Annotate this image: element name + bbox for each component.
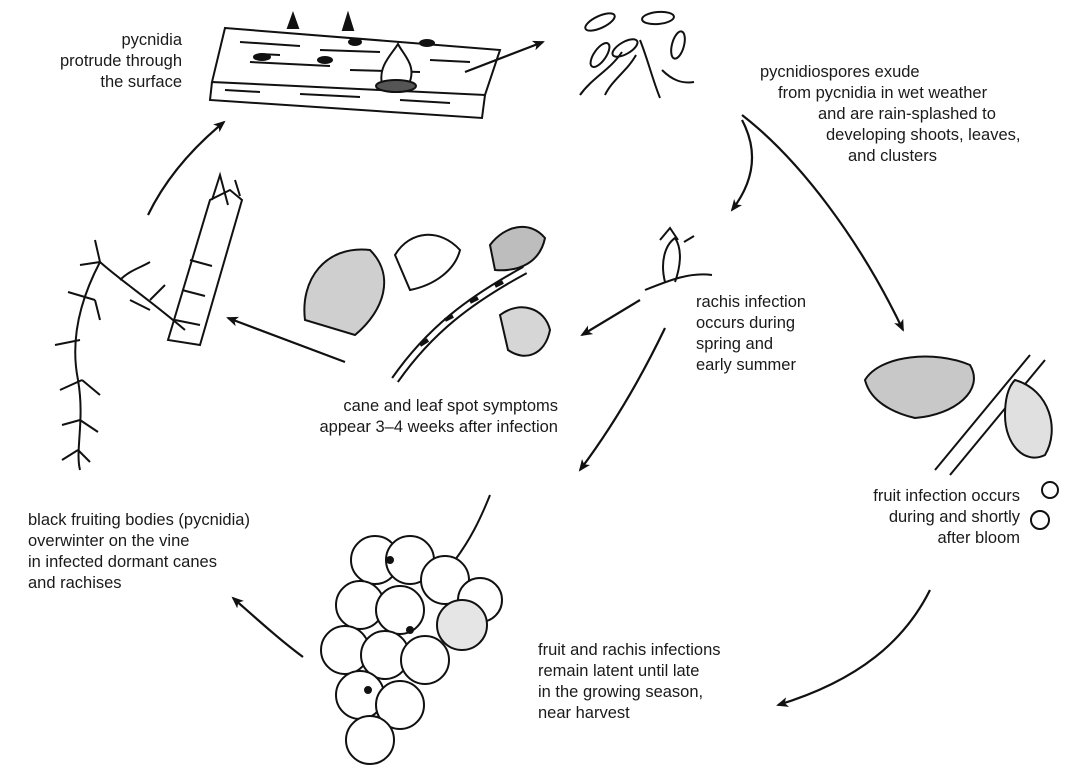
grape-cluster-illustration: [321, 495, 502, 764]
label-cane-leaf-symptoms: cane and leaf spot symptoms appear 3–4 w…: [220, 396, 558, 438]
label-line: occurs during: [696, 313, 806, 334]
label-line: and clusters: [760, 146, 1080, 167]
pycnidiospores-illustration: [580, 10, 694, 98]
label-line: pycnidiospores exude: [760, 62, 1080, 83]
label-line: in the growing season,: [538, 682, 721, 703]
label-line: pycnidia: [60, 30, 182, 51]
label-line: remain latent until late: [538, 661, 721, 682]
label-line: developing shoots, leaves,: [760, 125, 1080, 146]
label-line: during and shortly: [800, 507, 1020, 528]
label-line: in infected dormant canes: [28, 552, 250, 573]
arrow-rachis-to-leaf: [582, 300, 640, 335]
label-latent: fruit and rachis infections remain laten…: [538, 640, 721, 724]
dormant-cane-illustration: [55, 175, 242, 470]
label-rachis-infection: rachis infection occurs during spring an…: [696, 292, 806, 376]
label-fruit-infection: fruit infection occurs during and shortl…: [800, 486, 1020, 549]
label-line: cane and leaf spot symptoms: [220, 396, 558, 417]
label-line: early summer: [696, 355, 806, 376]
label-line: rachis infection: [696, 292, 806, 313]
label-line: overwinter on the vine: [28, 531, 250, 552]
label-line: fruit infection occurs: [800, 486, 1020, 507]
arrow-rachis-to-grape: [580, 328, 665, 470]
rachis-shoot-illustration: [645, 228, 712, 290]
cane-leaf-lesion-illustration: [304, 227, 550, 380]
label-line: and are rain-splashed to: [760, 104, 1080, 125]
label-pycnidia-protrude: pycnidia protrude through the surface: [60, 30, 182, 93]
label-line: black fruiting bodies (pycnidia): [28, 510, 250, 531]
arrow-grape-to-overwinter: [233, 598, 303, 657]
label-line: appear 3–4 weeks after infection: [220, 417, 558, 438]
arrow-spores-to-rachis: [732, 120, 752, 210]
bark-block-illustration: [210, 14, 500, 118]
label-overwinter: black fruiting bodies (pycnidia) overwin…: [28, 510, 250, 594]
label-line: the surface: [60, 72, 182, 93]
label-line: and rachises: [28, 573, 250, 594]
label-spores-exude: pycnidiospores exude from pycnidia in we…: [760, 62, 1080, 167]
label-line: near harvest: [538, 703, 721, 724]
label-line: protrude through: [60, 51, 182, 72]
label-line: spring and: [696, 334, 806, 355]
label-line: fruit and rachis infections: [538, 640, 721, 661]
label-line: after bloom: [800, 528, 1020, 549]
label-line: from pycnidia in wet weather: [760, 83, 1080, 104]
arrow-bloom-to-latent: [778, 590, 930, 705]
